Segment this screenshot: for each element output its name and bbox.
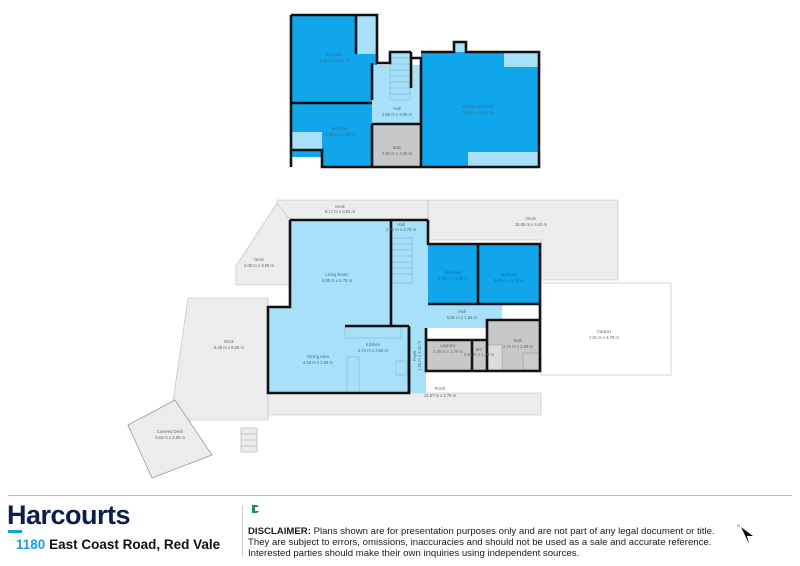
room-label: Kitchen [366,342,381,347]
footer-separator [242,506,243,556]
room-label: Covered Deck [157,429,184,434]
room-size: 3.05 m x 3.59 m [244,263,275,268]
room-size: 2.02 m x 4.75 m [386,227,417,232]
room-size: 7.01 m x 4.78 m [589,335,620,340]
street-number: 1180 [16,537,46,552]
disclaimer-line-2: They are subject to errors, omissions, i… [248,537,712,548]
room-size: 1.20 m x 2.42 m [417,340,422,371]
ground-stairs [391,237,413,284]
room-label: Laundry [440,343,456,348]
room-upper-master-bedroom [421,52,539,167]
room-living-dining [268,220,409,393]
closet [292,132,322,150]
street-name: East Coast Road, Red Vale [49,537,221,552]
room-label: Bedroom [332,126,350,131]
room-size: 3.63 m x 2.96 m [155,435,186,440]
deck-west-small [235,202,291,286]
room-label: Deck [526,216,536,221]
room-size: 2.70 m x 3.30 m [438,276,469,281]
master-wardrobe [468,152,538,166]
disclaimer-line-1: Plans shown are for presentation purpose… [313,526,715,537]
disclaimer-text: DISCLAIMER: Plans shown are for presenta… [248,526,748,559]
disclaimer-heading: DISCLAIMER: [248,526,311,537]
disclaimer-line-3: Interested parties should make their own… [248,548,580,559]
covered-deck [127,399,213,479]
room-foyer [409,328,426,393]
room-label: Hall [458,309,465,314]
brand-logo: Harcourts [7,500,131,530]
room-label: Hall [397,222,404,227]
shower [522,352,540,371]
ground-floor: Deck 8.17 m x 0.81 m Hall 2.02 m x 4.75 … [127,199,672,479]
room-label: Living Room [325,272,349,277]
room-size: 0.94 m x 1.70 m [464,352,495,357]
room-label: Dining Area [307,354,329,359]
porch [267,392,542,416]
room-size: 14.87 m x 2.75 m [424,393,457,398]
window-seat [504,53,538,67]
deck-west [171,297,269,421]
room-size: 8.17 m x 0.81 m [325,209,356,214]
room-size: 4.18 m x 3.68 m [303,360,334,365]
room-ground-bedroom-1 [428,244,478,304]
footer-divider [8,495,792,496]
room-label: Bath [393,145,402,150]
logo-underline [8,530,22,533]
upper-floor: Bedroom 3.55 m x 3.40 m Bedroom 3.40 m x… [289,13,541,169]
bay [454,42,466,52]
room-size: 5.84 m x 5.91 m [463,110,494,115]
room-size: 3.55 m x 3.40 m [319,58,350,63]
room-size: 6.80 m x 5.75 m [322,278,353,283]
company-mark-icon [252,505,259,513]
room-size: 5.49 m x 8.66 m [214,345,245,350]
room-upper-bedroom-2-ext [322,150,372,167]
room-label: Foyer [412,350,417,361]
room-size: 3.74 m x 3.60 m [358,348,389,353]
room-label: Porch [435,386,447,391]
room-label: Bedroom [501,272,519,277]
kitchen-island [346,356,360,394]
bathtub [487,344,503,371]
stove [395,360,408,376]
wardrobe [356,16,376,54]
property-address: 1180 East Coast Road, Red Vale [16,537,220,552]
room-size: 3.40 m x 2.98 m [325,132,356,137]
room-size: 2.50 m x 2.36 m [382,151,413,156]
room-wc [472,340,487,371]
room-size: 5.01 m x 1.84 m [447,315,478,320]
room-upper-bath [372,124,421,167]
room-size: 15.08 m x 4.40 m [515,222,548,227]
room-label: Master Bedroom [463,104,494,109]
room-label: Bedroom [445,270,463,275]
room-label: Bedroom [326,52,344,57]
north-arrow-icon: N [737,523,753,544]
kitchen-bench [344,326,402,339]
room-size: 2.40 m x 1.70 m [433,349,464,354]
room-size: 2.71 m x 2.09 m [503,344,534,349]
floor-plan: Bedroom 3.55 m x 3.40 m Bedroom 3.40 m x… [127,13,672,479]
room-label: Bath [514,338,523,343]
room-label: Deck [224,339,234,344]
room-label: Deck [335,204,345,209]
north-label: N [737,523,740,528]
room-label: Hall [393,106,400,111]
room-label: Carport [597,329,612,334]
room-laundry [426,340,472,371]
room-size: 3.00 m x 3.30 m [494,278,525,283]
carport [540,282,672,376]
room-ground-bedroom-2 [478,244,540,304]
room-label: Deck [254,257,264,262]
room-size: 2.50 m x 3.09 m [382,112,413,117]
room-label: WC [476,347,483,352]
